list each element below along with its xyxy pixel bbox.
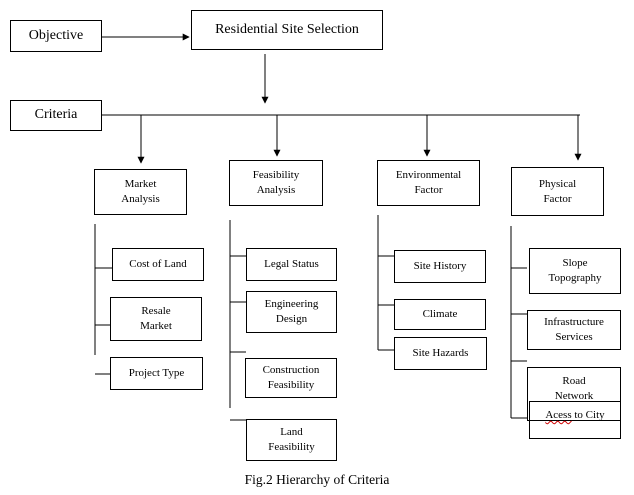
sub-resale-market: Resale Market <box>110 297 202 341</box>
criterion-feasibility-analysis: Feasibility Analysis <box>229 160 323 206</box>
criterion-label: Physical Factor <box>538 177 577 205</box>
objective-label: Objective <box>28 27 84 43</box>
sub-construction-feasibility: Construction Feasibility <box>245 358 337 398</box>
misspelled-word: Acess <box>545 409 572 421</box>
subcriterion-label: Slope Topography <box>548 257 602 284</box>
subcriterion-label: Engineering Design <box>264 298 319 325</box>
subcriterion-label: Site Hazards <box>412 347 469 360</box>
sub-access-to-city: Acess to City <box>529 401 621 439</box>
sub-climate: Climate <box>394 299 486 330</box>
subcriterion-label: Climate <box>422 308 458 321</box>
access-label-rest: to City <box>571 409 605 421</box>
sub-site-hazards: Site Hazards <box>394 337 487 370</box>
criterion-environmental-factor: Environmental Factor <box>377 160 480 206</box>
subcriterion-label: Road Network <box>554 375 594 402</box>
objective-box: Objective <box>10 20 102 52</box>
subcriterion-label: Cost of Land <box>129 258 187 271</box>
subcriterion-label: Resale Market <box>140 305 172 332</box>
figure-caption: Fig.2 Hierarchy of Criteria <box>244 472 390 487</box>
sub-legal-status: Legal Status <box>246 248 337 281</box>
sub-engineering-design: Engineering Design <box>246 291 337 333</box>
subcriterion-label: Project Type <box>128 367 185 380</box>
sub-infrastructure-services: Infrastructure Services <box>527 310 621 350</box>
subcriterion-label: Infrastructure Services <box>544 316 604 343</box>
subcriterion-label: Legal Status <box>264 258 319 271</box>
subcriterion-label: Construction Feasibility <box>262 364 320 391</box>
criterion-physical-factor: Physical Factor <box>511 167 604 216</box>
criteria-root-label: Criteria <box>34 107 78 123</box>
criterion-market-analysis: Market Analysis <box>94 169 187 215</box>
criteria-root-box: Criteria <box>10 100 102 131</box>
goal-label: Residential Site Selection <box>215 21 359 37</box>
subcriterion-label: Site History <box>413 260 467 273</box>
sub-land-feasibility: Land Feasibility <box>246 419 337 461</box>
sub-road-network: Road Network <box>527 367 621 421</box>
subcriterion-label: Acess to City <box>545 408 604 423</box>
criterion-label: Market Analysis <box>121 178 160 205</box>
sub-slope-topography: Slope Topography <box>529 248 621 294</box>
sub-project-type: Project Type <box>110 357 203 390</box>
sub-site-history: Site History <box>394 250 486 283</box>
criterion-label: Feasibility Analysis <box>252 169 300 196</box>
criterion-label: Environmental Factor <box>395 169 462 196</box>
subcriterion-label: Land Feasibility <box>268 426 315 453</box>
sub-cost-of-land: Cost of Land <box>112 248 204 281</box>
goal-box: Residential Site Selection <box>191 10 383 50</box>
